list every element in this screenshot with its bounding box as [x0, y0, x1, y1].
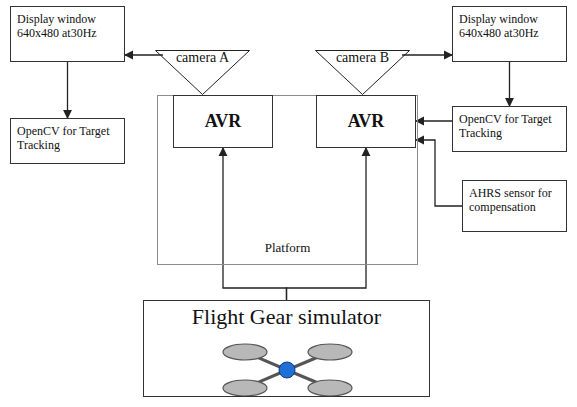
region-label: Platform	[158, 240, 417, 256]
quad-rotor	[308, 380, 352, 396]
arrow-connector	[67, 62, 68, 118]
arrow-connector	[416, 140, 462, 206]
avr-box: AVR	[173, 95, 273, 148]
quad-rotor	[223, 344, 267, 360]
node-label: Display window 640x480 at30Hz	[453, 7, 566, 46]
quad-body	[279, 362, 295, 378]
node-label: AHRS sensor for compensation	[463, 181, 566, 220]
node-label: OpenCV for Target Tracking	[453, 107, 566, 146]
avr-box: AVR	[316, 95, 416, 148]
platform-region: Platform AVR AVR	[157, 95, 418, 265]
arrow-connector	[416, 120, 452, 121]
triangle-shape	[156, 51, 250, 95]
display-box: Display window 640x480 at30Hz	[452, 6, 567, 62]
process-box: OpenCV for Target Tracking	[452, 106, 567, 152]
camera-triangle: camera A	[155, 50, 250, 95]
display-box: Display window 640x480 at30Hz	[10, 6, 125, 62]
arrow-connector	[125, 54, 163, 55]
quad-rotor	[308, 344, 352, 360]
node-label: OpenCV for Target Tracking	[11, 119, 124, 158]
camera-label: camera B	[335, 51, 391, 66]
node-label: Flight Gear simulator	[144, 301, 429, 330]
node-label: AVR	[174, 111, 272, 133]
arrow-connector	[287, 148, 367, 300]
process-box: OpenCV for Target Tracking	[10, 118, 125, 164]
triangle-shape	[316, 51, 410, 95]
node-label: Display window 640x480 at30Hz	[11, 7, 124, 46]
camera-triangle: camera B	[315, 50, 410, 95]
node-label: AVR	[317, 111, 415, 133]
arrow-connector	[223, 148, 287, 300]
camera-label: camera A	[175, 51, 231, 66]
quad-rotor	[223, 380, 267, 396]
simulator-box: Flight Gear simulator	[143, 300, 430, 397]
arrow-connector	[402, 54, 452, 55]
arrow-connector	[509, 62, 510, 106]
sensor-box: AHRS sensor for compensation	[462, 180, 567, 232]
